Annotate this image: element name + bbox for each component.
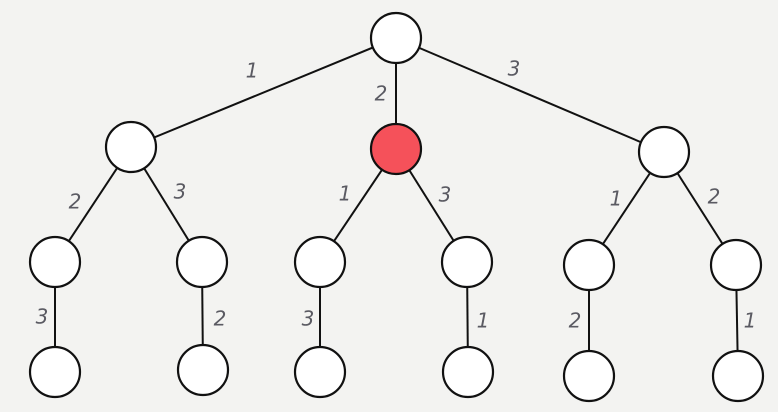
edge-label: 1 bbox=[744, 309, 757, 333]
tree-node-e1 bbox=[562, 349, 616, 403]
tree-node-n3 bbox=[637, 125, 691, 179]
tree-node-d1 bbox=[441, 345, 495, 399]
edge-label: 1 bbox=[610, 187, 623, 211]
edge-label: 1 bbox=[339, 182, 352, 206]
tree-node-a bbox=[28, 235, 82, 289]
tree-node-n1 bbox=[104, 120, 158, 174]
tree-node-b1 bbox=[176, 343, 230, 397]
edge-label: 2 bbox=[214, 307, 227, 331]
tree-node-b bbox=[175, 235, 229, 289]
tree-node-d bbox=[440, 235, 494, 289]
tree-node-f bbox=[709, 238, 763, 292]
tree-node-c1 bbox=[293, 345, 347, 399]
tree-node-e bbox=[562, 238, 616, 292]
edge-label: 2 bbox=[708, 185, 721, 209]
edge-label: 1 bbox=[246, 59, 259, 83]
edge-label: 1 bbox=[477, 309, 490, 333]
tree-node-a1 bbox=[28, 345, 82, 399]
tree-node-c bbox=[293, 235, 347, 289]
edge-label: 3 bbox=[36, 305, 49, 329]
edge-label: 2 bbox=[569, 309, 582, 333]
edge-label: 2 bbox=[375, 82, 388, 106]
tree-node-f1 bbox=[711, 349, 765, 403]
edge-label: 3 bbox=[302, 307, 315, 331]
edge-label: 3 bbox=[439, 183, 452, 207]
highlighted-node bbox=[369, 122, 423, 176]
edge-label: 3 bbox=[508, 57, 521, 81]
edge-root-n1 bbox=[130, 37, 397, 148]
edge-label: 3 bbox=[174, 180, 187, 204]
edge-root-n3 bbox=[395, 37, 665, 153]
tree-node-root bbox=[369, 11, 423, 65]
edge-label: 2 bbox=[69, 190, 82, 214]
